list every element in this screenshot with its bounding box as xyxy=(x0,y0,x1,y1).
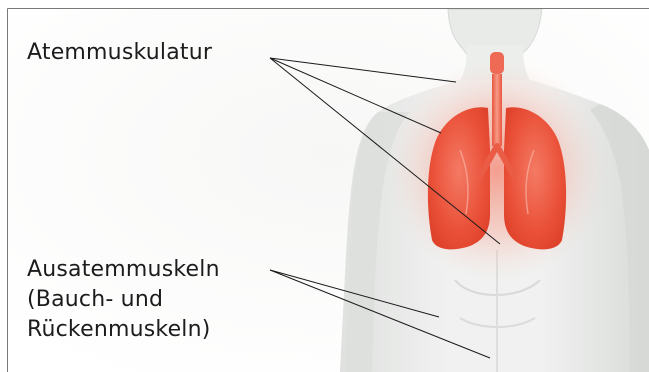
label-expiratory-line-3: Rückenmuskeln) xyxy=(27,315,220,345)
label-expiratory-line-1: Ausatemmuskeln xyxy=(27,255,220,285)
label-expiratory-muscles: Ausatemmuskeln (Bauch- und Rückenmuskeln… xyxy=(27,255,220,345)
label-expiratory-line-2: (Bauch- und xyxy=(27,285,220,315)
label-respiratory-muscles: Atemmuskulatur xyxy=(27,38,212,68)
